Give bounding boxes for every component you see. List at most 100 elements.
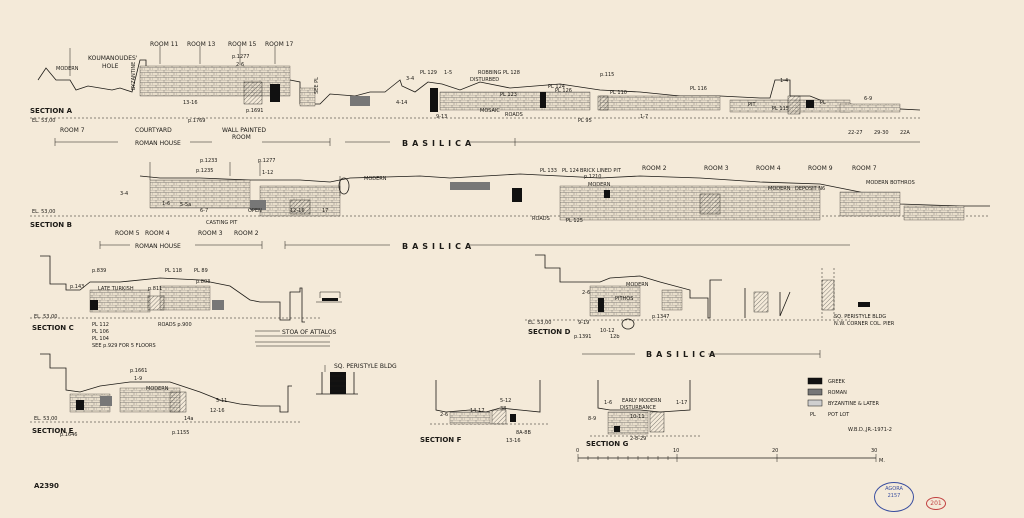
note-d-2: 9-19 xyxy=(578,320,589,326)
note-c-6: PL 106 xyxy=(92,329,109,335)
pithos-label: PITHOS xyxy=(615,296,633,302)
room-7-label: ROOM 7 xyxy=(60,127,85,134)
b-modern-label-3: MODERN xyxy=(768,186,791,192)
b-room-5-label: ROOM 5 xyxy=(115,230,140,237)
legend-swatch-byzantine xyxy=(807,399,823,407)
note-c-2: PL 118 xyxy=(165,268,182,274)
scale-tick-10: 10 xyxy=(673,448,679,454)
koumanoudes-label: KOUMANOUDES' xyxy=(88,55,138,62)
note-e-5: p.1646 xyxy=(60,432,78,438)
legend-pot-lot: POT LOT xyxy=(828,412,850,418)
note-c-9: p.811 xyxy=(148,286,162,292)
early-modern-label: EARLY MODERN xyxy=(622,398,662,404)
b-room-9-label: ROOM 9 xyxy=(808,165,833,172)
note-e-1: 1-9 xyxy=(134,376,142,382)
courtyard-label: COURTYARD xyxy=(135,127,172,134)
section-g-title: SECTION G xyxy=(586,440,629,448)
note-a-1: p.1691 xyxy=(246,108,264,114)
note-a-20: 6-9 xyxy=(864,96,872,102)
disturbance-label: DISTURBANCE xyxy=(620,405,656,411)
legend-roman: ROMAN xyxy=(828,390,847,396)
note-a-19: 1-7 xyxy=(640,114,648,120)
note-d-1: p.1391 xyxy=(574,334,592,340)
note-b-8: 3-4 xyxy=(120,191,128,197)
note-g-2: 2-8-29 xyxy=(630,436,646,442)
note-c-5: PL 112 xyxy=(92,322,109,328)
room-11-label: ROOM 11 xyxy=(150,41,179,48)
note-a-9: PL 95 xyxy=(578,118,592,124)
legend-swatch-roman xyxy=(807,388,823,396)
note-a-8: PL 116 xyxy=(690,86,707,92)
credit: W.B.D.,JR.-1971-2 xyxy=(848,427,892,433)
mosaic-label: MOSAIC xyxy=(480,108,500,114)
note-d-4: 12b xyxy=(610,334,620,340)
note-a-16: 9-13 xyxy=(436,114,447,120)
room-17-label: ROOM 17 xyxy=(265,41,294,48)
see-pl-label: SEE PL xyxy=(314,77,320,94)
section-d: MODERN PITHOS p.1347 p.1391 9-19 10-12 1… xyxy=(525,254,895,359)
b-room-3-label: ROOM 3 xyxy=(704,165,729,172)
scale-tick-0: 0 xyxy=(576,448,579,454)
scale-unit: M. xyxy=(879,458,885,464)
a-pl-label: PL xyxy=(820,100,826,106)
note-g-0: 1-6 xyxy=(604,400,612,406)
note-a-6: PL 124 xyxy=(548,84,565,90)
section-c: p.839 p.143 PL 118 PL 89 p.803 PL 112 PL… xyxy=(30,255,342,349)
a-roman-house-label: ROMAN HOUSE xyxy=(135,140,181,147)
a-basilica-label: BASILICA xyxy=(402,139,475,148)
b-room-4-label: ROOM 4 xyxy=(756,165,781,172)
section-f-title: SECTION F xyxy=(420,436,462,444)
room-15-label: ROOM 15 xyxy=(228,41,257,48)
note-a-13: 2-6 xyxy=(236,62,244,68)
note-b-14: PL 125 xyxy=(566,218,583,224)
section-d-title: SECTION D xyxy=(528,328,571,336)
note-c-3: PL 89 xyxy=(194,268,208,274)
section-b-elev: EL. 53,00 xyxy=(32,209,55,215)
note-b-4: PL 133 xyxy=(540,168,557,174)
note-c-1: p.143 xyxy=(70,284,84,290)
section-e: SQ. PERISTYLE BLDG p.1661 1-9 5-11 12-16… xyxy=(30,353,397,438)
note-g-3: 10-11 xyxy=(630,414,645,420)
note-b-2: p.1277 xyxy=(258,158,276,164)
b-basilica-label: BASILICA xyxy=(402,242,475,251)
modern-bothros-label: MODERN BOTHROS xyxy=(866,180,915,186)
wall-painted-room-label: ROOM xyxy=(232,134,251,141)
b-roman-house-label: ROMAN HOUSE xyxy=(135,243,181,250)
note-a-23: 22A xyxy=(900,130,910,136)
section-e-elev: EL. 53,00 xyxy=(34,416,57,422)
note-e-0: p.1661 xyxy=(130,368,148,374)
note-a-17: 13-16 xyxy=(183,100,198,106)
see-p929-label: SEE p.929 FOR 5 FLOORS xyxy=(92,343,156,349)
note-d-0: p.1347 xyxy=(652,314,670,320)
note-c-8: ROADS p.900 xyxy=(158,322,192,328)
scale-tick-30: 30 xyxy=(871,448,877,454)
hole-label: HOLE xyxy=(102,63,119,70)
b-modern-label: MODERN xyxy=(364,176,387,182)
deposit-label: DEPOSIT N6 xyxy=(795,186,825,192)
note-a-4: PL 123 xyxy=(500,92,517,98)
note-b-9: 5-5a xyxy=(180,202,191,208)
section-a-title: SECTION A xyxy=(30,107,73,115)
legend: GREEK ROMAN BYZANTINE & LATER PL POT LOT xyxy=(807,377,879,418)
note-a-5: PL 126 xyxy=(555,88,572,94)
d-basilica-label: BASILICA xyxy=(646,350,719,359)
section-d-elev: EL. 53,00 xyxy=(528,320,551,326)
note-a-15: 4-14 xyxy=(396,100,407,106)
b-room-3-bottom-label: ROOM 3 xyxy=(198,230,223,237)
robbing-label: ROBBING PL 128 xyxy=(478,70,520,76)
note-g-1: 8-9 xyxy=(588,416,596,422)
note-b-3: 1-12 xyxy=(262,170,273,176)
note-a-12: 1-4 xyxy=(780,78,788,84)
section-c-elev: EL. 53,00 xyxy=(34,314,57,320)
note-b-7: 1-6 xyxy=(162,201,170,207)
note-d-5: 2-6 xyxy=(582,290,590,296)
section-e-title: SECTION E xyxy=(32,427,74,435)
note-f-3: 38 xyxy=(500,406,506,412)
brick-pit-label: BRICK LINED PIT xyxy=(580,168,622,174)
note-c-0: p.839 xyxy=(92,268,106,274)
stamp-line-1: AGORA xyxy=(885,486,903,492)
note-a-7: PL 110 xyxy=(610,90,627,96)
note-a-18: 1-5 xyxy=(444,70,452,76)
